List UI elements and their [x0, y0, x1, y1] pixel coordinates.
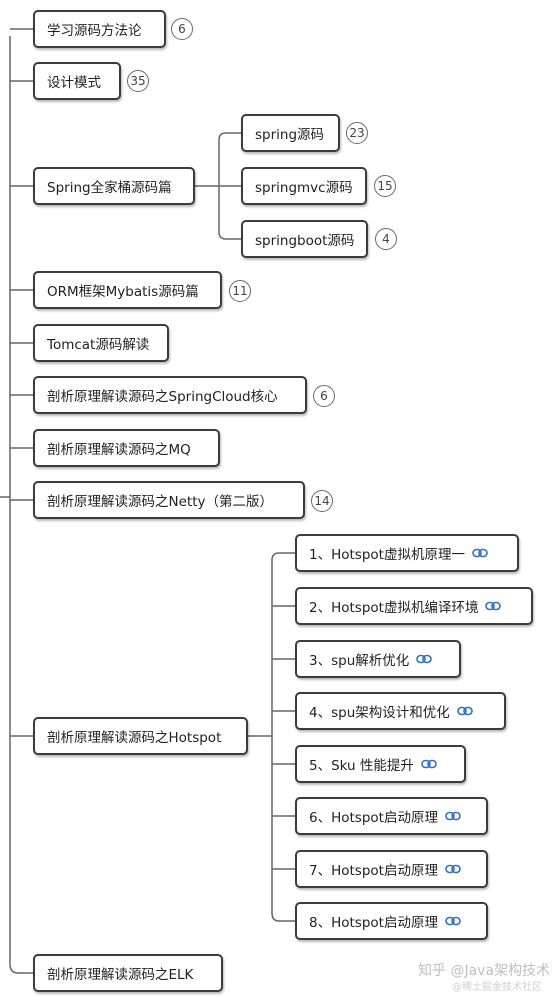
link-icon[interactable] [416, 654, 433, 664]
subtopic-label: springboot源码 [255, 233, 355, 249]
count-badge: 6 [171, 18, 193, 40]
subtopic-label: 2、Hotspot虚拟机编译环境 [309, 600, 479, 616]
topic-label: 学习源码方法论 [47, 23, 142, 39]
subtopic-hotspot-2[interactable]: 2、Hotspot虚拟机编译环境 [295, 587, 533, 625]
count-badge: 15 [374, 175, 396, 197]
topic-label: 剖析原理解读源码之ELK [47, 967, 194, 983]
subtopic-label: 1、Hotspot虚拟机原理一 [309, 547, 465, 563]
subtopic-label: 8、Hotspot启动原理 [309, 915, 438, 931]
count-badge: 23 [346, 122, 368, 144]
topic-label: Tomcat源码解读 [47, 337, 150, 353]
count-badge: 35 [127, 70, 149, 92]
link-icon[interactable] [472, 548, 488, 558]
subtopic-label: 7、Hotspot启动原理 [309, 863, 438, 879]
subtopic-springmvc[interactable]: springmvc源码 [241, 167, 367, 205]
subtopic-label: 5、Sku 性能提升 [309, 758, 414, 774]
link-icon[interactable] [456, 706, 473, 716]
link-icon[interactable] [445, 811, 461, 821]
subtopic-springboot[interactable]: springboot源码 [241, 220, 368, 258]
subtopic-label: springmvc源码 [255, 180, 353, 196]
subtopic-hotspot-5[interactable]: 5、Sku 性能提升 [295, 745, 466, 783]
topic-springcloud[interactable]: 剖析原理解读源码之SpringCloud核心 [33, 376, 307, 414]
count-badge: 14 [311, 490, 333, 512]
topic-mq[interactable]: 剖析原理解读源码之MQ [33, 429, 220, 467]
topic-hotspot[interactable]: 剖析原理解读源码之Hotspot [33, 717, 248, 755]
topic-label: 剖析原理解读源码之MQ [47, 442, 191, 458]
subtopic-label: 4、spu架构设计和优化 [309, 705, 450, 721]
link-icon[interactable] [421, 759, 437, 769]
subtopic-hotspot-4[interactable]: 4、spu架构设计和优化 [295, 692, 506, 730]
topic-label: 剖析原理解读源码之SpringCloud核心 [47, 389, 278, 405]
link-icon[interactable] [485, 601, 502, 611]
topic-elk[interactable]: 剖析原理解读源码之ELK [33, 954, 223, 992]
subtopic-hotspot-1[interactable]: 1、Hotspot虚拟机原理一 [295, 534, 519, 572]
subtopic-hotspot-7[interactable]: 7、Hotspot启动原理 [295, 850, 488, 888]
topic-design-patterns[interactable]: 设计模式 [33, 62, 121, 100]
subtopic-hotspot-8[interactable]: 8、Hotspot启动原理 [295, 902, 488, 940]
link-icon[interactable] [445, 916, 461, 926]
topic-source-methodology[interactable]: 学习源码方法论 [33, 10, 166, 48]
link-icon[interactable] [445, 864, 461, 874]
subtopic-label: 6、Hotspot启动原理 [309, 810, 438, 826]
subtopic-label: 3、spu解析优化 [309, 653, 410, 669]
topic-label: 剖析原理解读源码之Hotspot [47, 730, 222, 746]
topic-netty[interactable]: 剖析原理解读源码之Netty（第二版） [33, 481, 305, 519]
count-badge: 11 [229, 280, 251, 302]
topic-label: ORM框架Mybatis源码篇 [47, 284, 199, 300]
topic-mybatis[interactable]: ORM框架Mybatis源码篇 [33, 271, 222, 309]
watermark: 知乎 @Java架构技术 [418, 963, 551, 979]
watermark-secondary: @稀土掘金技术社区 [452, 982, 542, 993]
subtopic-spring[interactable]: spring源码 [241, 114, 340, 152]
subtopic-hotspot-6[interactable]: 6、Hotspot启动原理 [295, 797, 488, 835]
subtopic-label: spring源码 [255, 127, 325, 143]
topic-spring[interactable]: Spring全家桶源码篇 [33, 167, 195, 205]
subtopic-hotspot-3[interactable]: 3、spu解析优化 [295, 640, 461, 678]
topic-tomcat[interactable]: Tomcat源码解读 [33, 324, 169, 362]
topic-label: Spring全家桶源码篇 [47, 180, 172, 196]
count-badge: 4 [375, 228, 397, 250]
topic-label: 剖析原理解读源码之Netty（第二版） [47, 494, 273, 510]
count-badge: 6 [313, 385, 335, 407]
topic-label: 设计模式 [47, 75, 101, 91]
